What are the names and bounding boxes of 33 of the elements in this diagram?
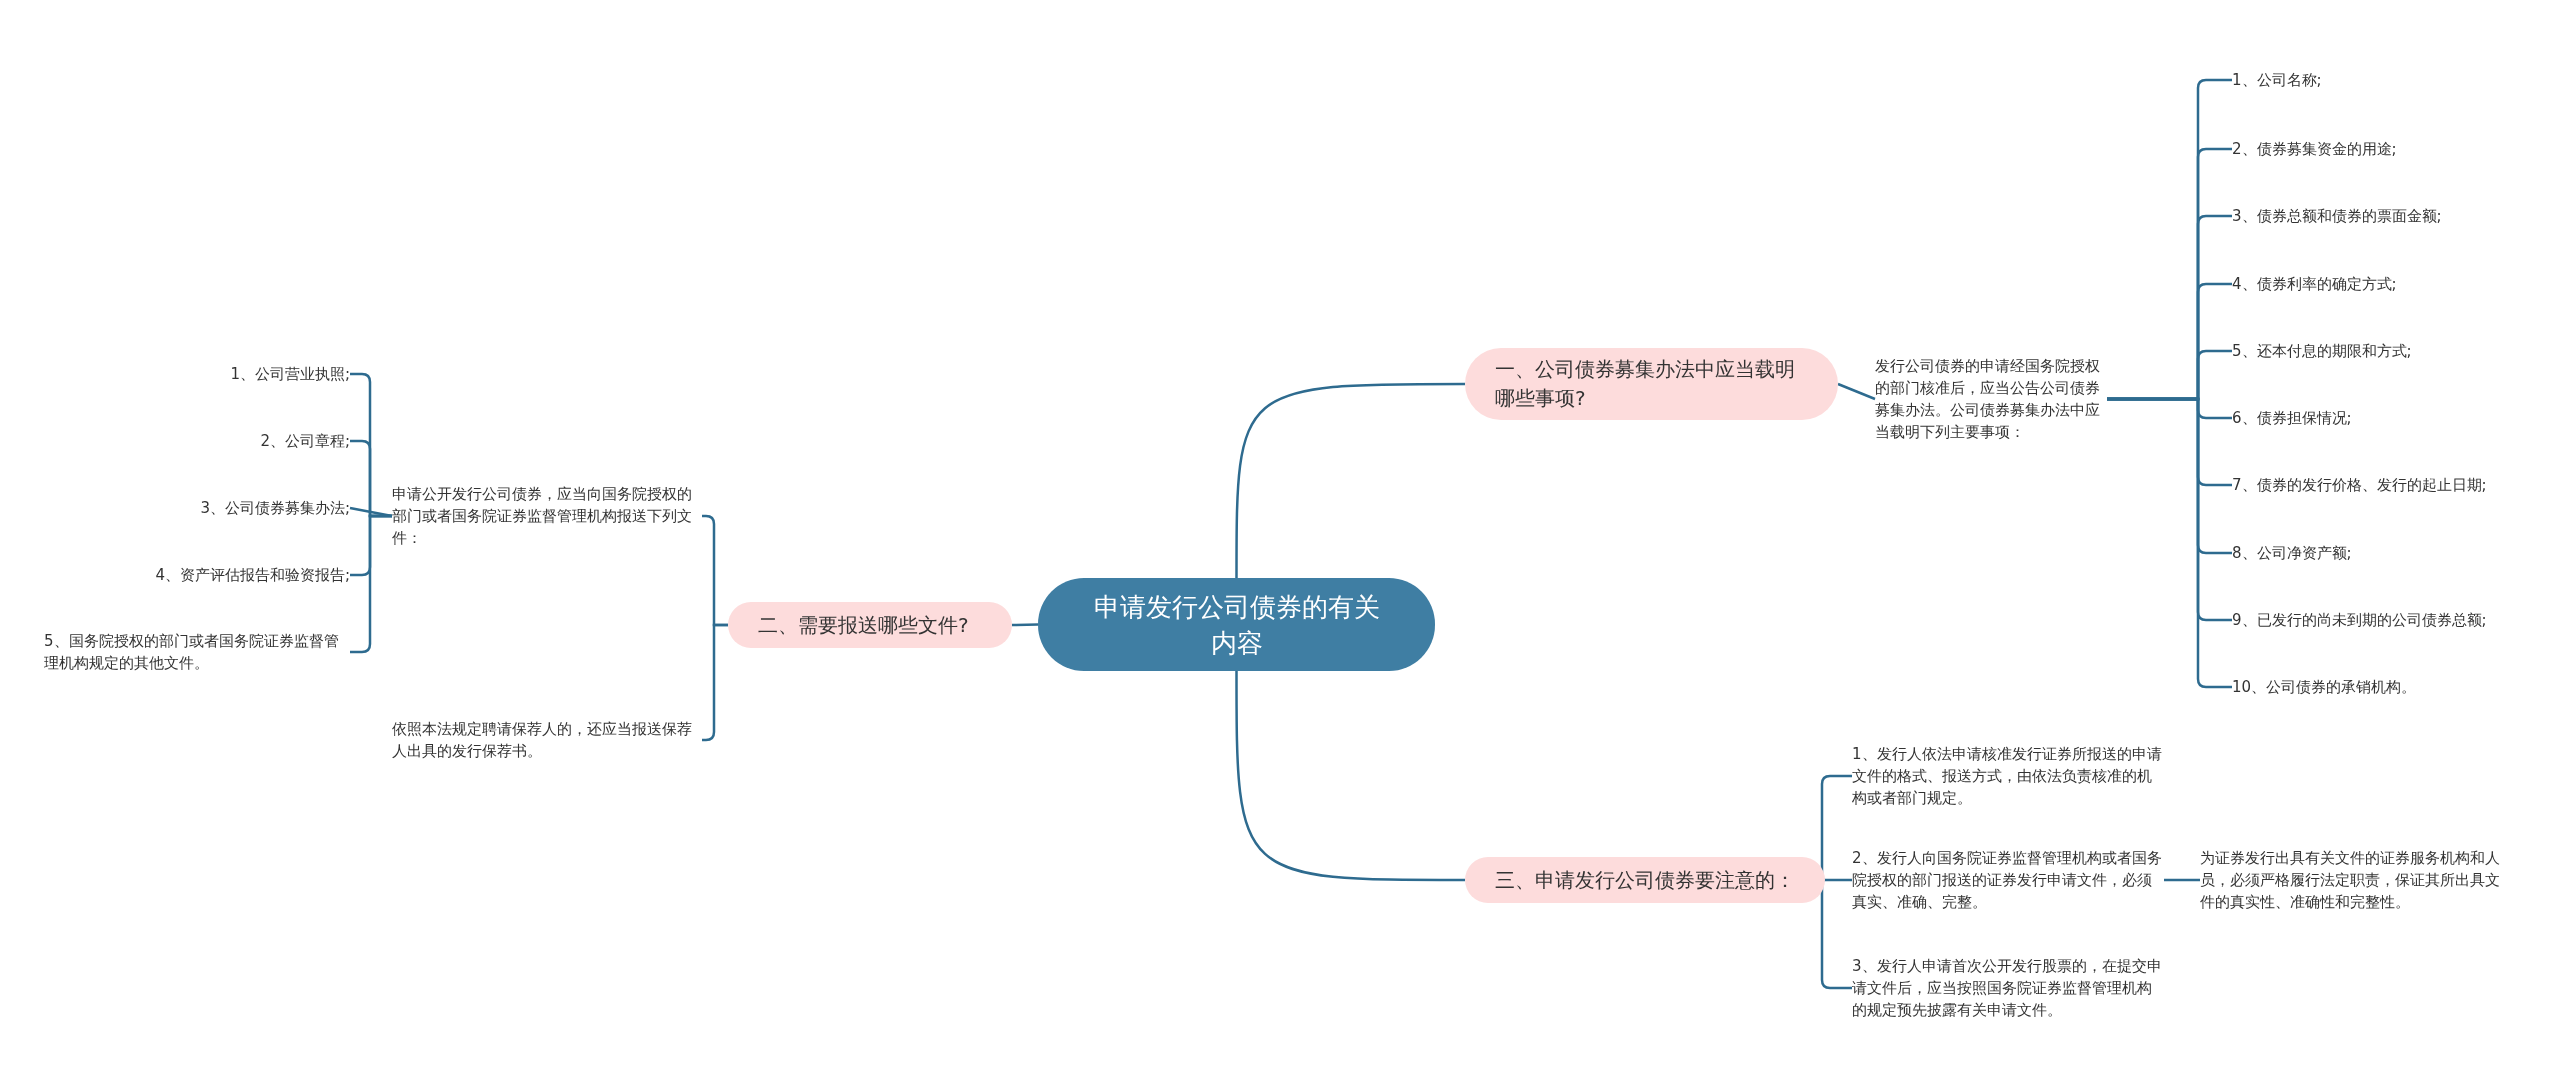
connector-line — [2164, 878, 2200, 882]
topic-pill: 一、公司债券募集办法中应当载明哪些事项? — [1465, 348, 1838, 420]
list-item: 10、公司债券的承销机构。 — [2232, 676, 2417, 698]
list-item: 3、债券总额和债券的票面金额; — [2232, 205, 2442, 227]
note-text: 申请公开发行公司债券，应当向国务院授权的部门或者国务院证券监督管理机构报送下列文件： — [392, 483, 702, 549]
list-item: 2、债券募集资金的用途; — [2232, 138, 2397, 160]
note-text: 为证券发行出具有关文件的证券服务机构和人员，必须严格履行法定职责，保证其所出具文件的真实性、准确性和完整性。 — [2200, 847, 2508, 913]
connector-line — [1011, 623, 1039, 627]
central-topic: 申请发行公司债券的有关内容 — [1038, 578, 1435, 671]
list-item: 4、债券利率的确定方式; — [2232, 273, 2397, 295]
connector-line — [1837, 382, 1876, 401]
list-item: 8、公司净资产额; — [2232, 542, 2352, 564]
list-item: 5、还本付息的期限和方式; — [2232, 340, 2412, 362]
list-item: 3、公司债券募集办法; — [150, 497, 350, 519]
note-text: 依照本法规定聘请保荐人的，还应当报送保荐人出具的发行保荐书。 — [392, 718, 702, 762]
connector-line — [349, 506, 393, 518]
list-item: 9、已发行的尚未到期的公司债券总额; — [2232, 609, 2487, 631]
list-item: 2、公司章程; — [150, 430, 350, 452]
connector-line — [1235, 382, 1465, 578]
connector-line — [1235, 671, 1465, 882]
topic-pill: 二、需要报送哪些文件? — [728, 602, 1012, 648]
list-item: 4、资产评估报告和验资报告; — [100, 564, 350, 586]
list-item: 7、债券的发行价格、发行的起止日期; — [2232, 474, 2487, 496]
list-item: 1、公司营业执照; — [150, 363, 350, 385]
note-text: 发行公司债券的申请经国务院授权的部门核准后，应当公告公司债券募集办法。公司债券募集办法中应当载明下列主要事项： — [1875, 355, 2107, 443]
note-text: 1、发行人依法申请核准发行证券所报送的申请文件的格式、报送方式，由依法负责核准的机构或者部门规定。 — [1852, 743, 2164, 809]
list-item: 1、公司名称; — [2232, 69, 2322, 91]
note-text: 3、发行人申请首次公开发行股票的，在提交申请文件后，应当按照国务院证券监督管理机构的规定预先披露有关申请文件。 — [1852, 955, 2164, 1021]
topic-pill: 三、申请发行公司债券要注意的： — [1465, 857, 1825, 903]
note-text: 5、国务院授权的部门或者国务院证券监督管理机构规定的其他文件。 — [44, 630, 350, 674]
list-item: 6、债券担保情况; — [2232, 407, 2352, 429]
connector-line — [1825, 878, 1852, 882]
note-text: 2、发行人向国务院证券监督管理机构或者国务院授权的部门报送的证券发行申请文件，必须真实、准确、完整。 — [1852, 847, 2164, 913]
